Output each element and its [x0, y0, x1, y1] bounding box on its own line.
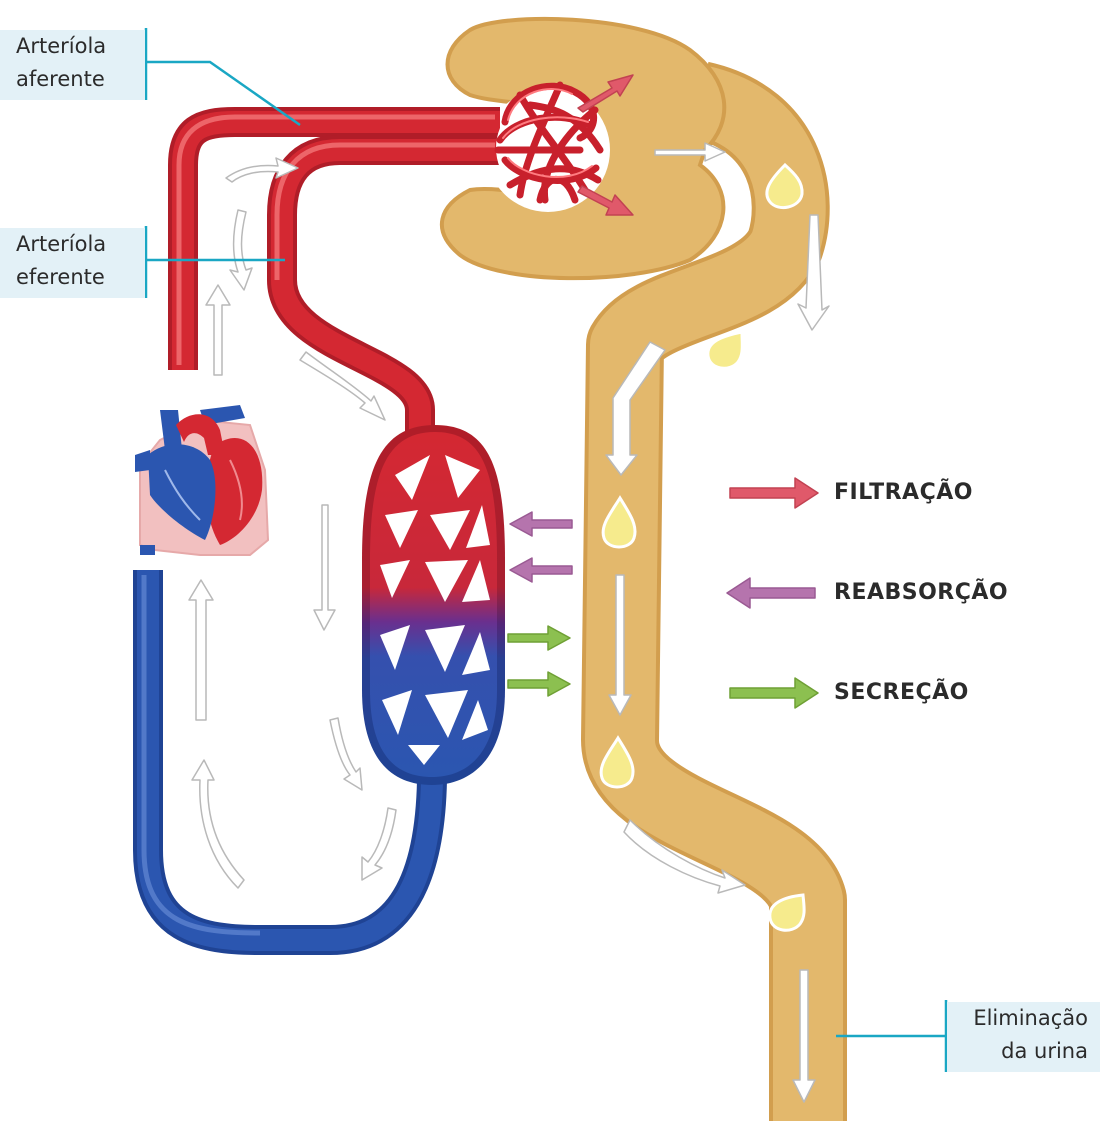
flow-arrow-icon [330, 718, 362, 790]
heart-icon [135, 405, 268, 555]
flow-arrow-icon [189, 580, 213, 720]
efferent-label-line2: eferente [16, 261, 145, 294]
capillary-network-icon [362, 425, 505, 785]
legend-secretion-arrow [730, 678, 818, 708]
legend-arrows [727, 478, 818, 708]
flow-arrow-icon [192, 760, 244, 888]
flow-arrow-icon [314, 505, 335, 630]
secretion-arrow-icon [508, 672, 570, 696]
urine-drop-icon [708, 332, 742, 368]
legend-secretion-label: SECREÇÃO [834, 680, 969, 705]
legend-reabsorption-label: REABSORÇÃO [834, 580, 1008, 605]
exchange-arrows [508, 512, 572, 696]
flow-arrow-icon [230, 210, 252, 290]
afferent-gap [160, 372, 205, 376]
efferent-label-line1: Arteríola [16, 228, 145, 261]
flow-arrow-icon [206, 285, 230, 375]
legend-filtration-label: FILTRAÇÃO [834, 480, 973, 505]
secretion-arrow-icon [508, 626, 570, 650]
urine-label-line1: Eliminação [947, 1002, 1088, 1035]
reabsorption-arrow-icon [510, 558, 572, 582]
efferent-arteriole-label: Arteríola eferente [0, 228, 145, 298]
glomerulus-icon [496, 85, 600, 200]
reabsorption-arrow-icon [510, 512, 572, 536]
afferent-arteriole-label: Arteríola aferente [0, 30, 145, 100]
legend-reabsorption-arrow [727, 578, 815, 608]
urine-elimination-label: Eliminação da urina [947, 1002, 1100, 1072]
urine-label-line2: da urina [947, 1035, 1088, 1068]
afferent-label-line2: aferente [16, 63, 145, 96]
afferent-label-line1: Arteríola [16, 30, 145, 63]
legend-filtration-arrow [730, 478, 818, 508]
flow-arrow-icon [362, 808, 396, 880]
efferent-arteriole [277, 145, 500, 440]
